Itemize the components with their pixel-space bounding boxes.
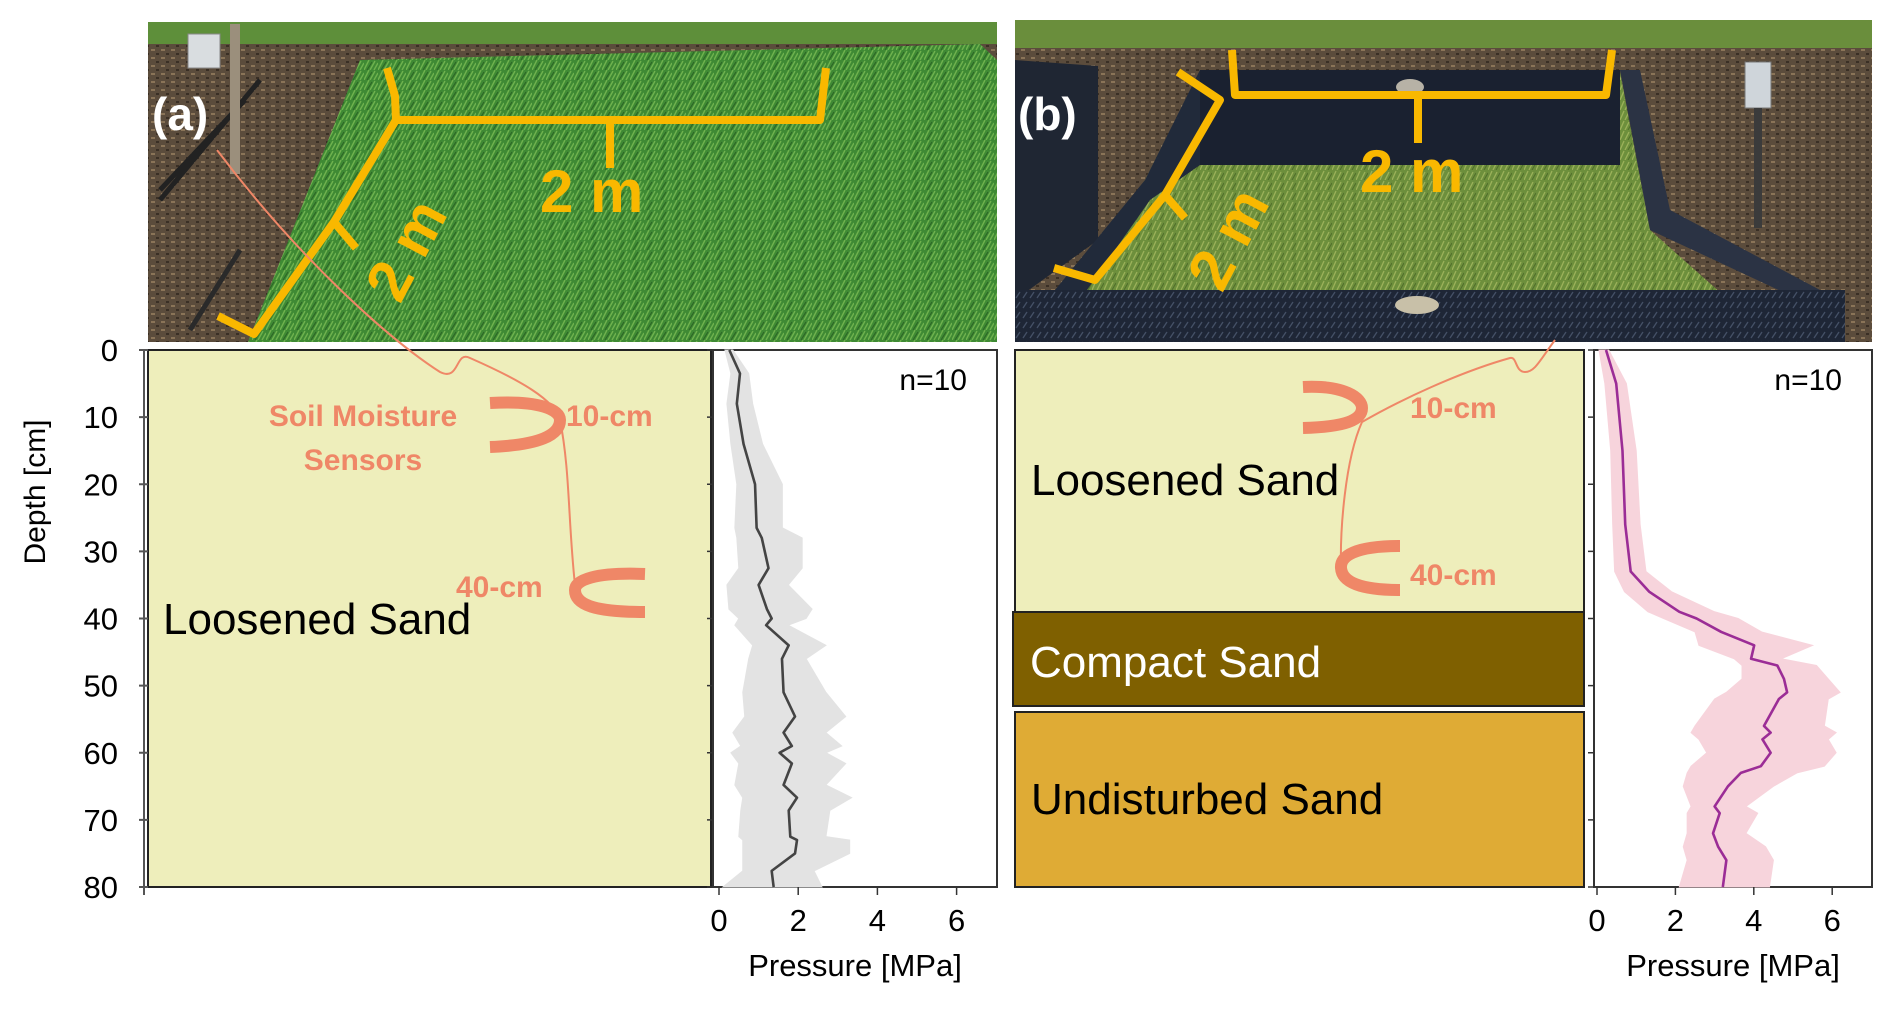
- depth-axis: 0 10 20 30 40 50 60 70 80: [84, 333, 148, 905]
- depth-axis-label: Depth [cm]: [19, 419, 52, 564]
- sensor-label-40cm-a: 40-cm: [456, 571, 543, 604]
- pressure-axis-label: Pressure [MPa]: [1626, 948, 1840, 983]
- pressure-axis-label: Pressure [MPa]: [748, 948, 962, 983]
- sensor-10cm-icon-b: [1302, 380, 1369, 434]
- photo-b: (b) 2 m 2 m: [1015, 20, 1872, 342]
- dimension-label-width-b: 2 m: [1360, 138, 1463, 205]
- pressure-tick-label: 2: [790, 903, 807, 938]
- panel-label-b: (b): [1018, 88, 1077, 140]
- sensor-post-icon: [1754, 108, 1762, 228]
- photo-a: (a) 2 m 2 m: [148, 22, 997, 342]
- soil-layer-label-loosened-sand-b: Loosened Sand: [1031, 456, 1339, 505]
- dimension-bracket-b: [1052, 49, 1616, 284]
- sensor-40cm-icon-b: [1335, 540, 1401, 596]
- sample-count-annotation: n=10: [899, 364, 967, 397]
- sensor-logger-box-icon: [1744, 61, 1772, 109]
- soil-layer-loosened-sand-b: [1014, 349, 1585, 613]
- depth-tick-label: 80: [84, 870, 118, 905]
- sample-count-annotation: n=10: [1774, 364, 1842, 397]
- soil-layer-label-undisturbed-sand-b: Undisturbed Sand: [1031, 775, 1383, 824]
- soil-layer-undisturbed-sand-b: [1014, 711, 1585, 888]
- pressure-tick-label: 6: [1824, 903, 1841, 938]
- soil-layer-label-compact-sand-b: Compact Sand: [1030, 638, 1321, 687]
- sensor-label-10cm-a: 10-cm: [566, 400, 653, 433]
- mean-pressure-line: [728, 349, 799, 888]
- depth-tick-label: 10: [84, 400, 118, 435]
- photo-a-far-lawn: [148, 22, 997, 44]
- sensor-cable-b: [1339, 339, 1556, 569]
- depth-tick-label: 0: [101, 333, 118, 368]
- dimension-bracket-a: [216, 66, 830, 338]
- soil-layer-label-loosened-sand-a: Loosened Sand: [163, 595, 471, 644]
- pressure-tick-label: 0: [710, 903, 727, 938]
- depth-tick-label: 70: [84, 803, 118, 838]
- pressure-tick-label: 0: [1588, 903, 1605, 938]
- sensor-cable-a: [216, 149, 576, 586]
- photo-b-right-wall: [1620, 70, 1820, 300]
- pressure-tick-label: 6: [948, 903, 965, 938]
- sensor-post-icon: [230, 24, 240, 174]
- soil-profile-b: Loosened Sand Compact Sand Undisturbed S…: [1012, 339, 1585, 888]
- photo-b-far-lawn: [1015, 20, 1872, 48]
- sensor-10cm-icon-a: [489, 396, 567, 453]
- photo-b-front-handle: [1395, 296, 1439, 314]
- sensor-40cm-icon-a: [568, 567, 646, 618]
- sensor-title-line2: Sensors: [304, 444, 422, 477]
- mean-pressure-line: [1604, 349, 1789, 888]
- pressure-tick-label: 2: [1667, 903, 1684, 938]
- depth-tick-label: 40: [84, 602, 118, 637]
- pressure-tick-label: 4: [869, 903, 886, 938]
- sensor-title-line1: Soil Moisture: [269, 400, 457, 433]
- sensor-label-40cm-b: 40-cm: [1410, 559, 1497, 592]
- depth-tick-label: 50: [84, 669, 118, 704]
- photo-a-border-edge2: [187, 248, 243, 332]
- depth-tick-label: 30: [84, 534, 118, 569]
- sensor-logger-box-icon: [187, 33, 221, 69]
- soil-layer-compact-sand-b: [1012, 611, 1585, 707]
- panel-label-a: (a): [152, 88, 208, 140]
- pressure-tick-label: 4: [1745, 903, 1762, 938]
- depth-tick-label: 20: [84, 467, 118, 502]
- photo-b-adjacent-bed: [1015, 60, 1098, 300]
- depth-tick-label: 60: [84, 736, 118, 771]
- sensor-label-10cm-b: 10-cm: [1410, 392, 1497, 425]
- dimension-label-width-a: 2 m: [540, 158, 643, 225]
- confidence-band: [1598, 349, 1841, 888]
